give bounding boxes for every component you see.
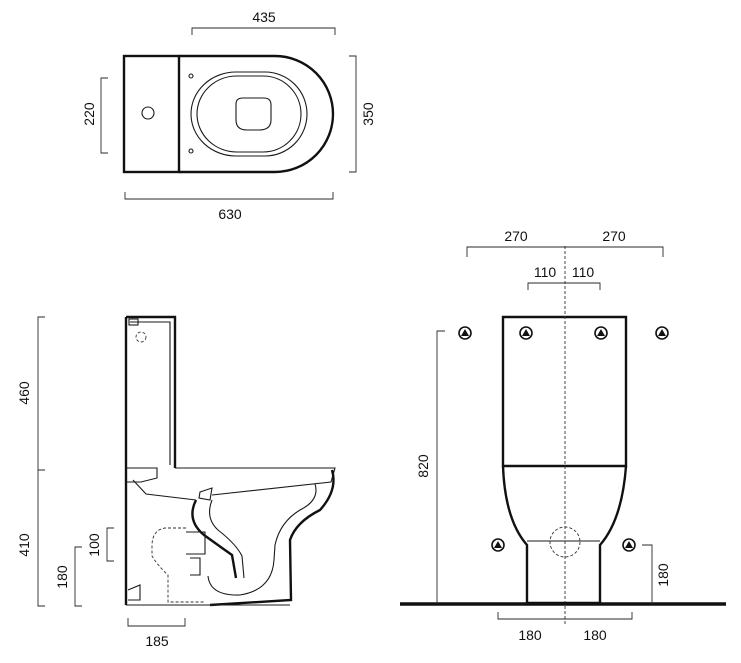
top-view-bowl-opening: [235, 97, 272, 131]
side-bowl-outer: [209, 469, 335, 607]
dim-line-front-base: [497, 612, 633, 620]
dim-front-total-height: 820: [415, 454, 431, 478]
dim-side-floor-outlet: 180: [54, 565, 70, 589]
top-view-bowl: [179, 54, 335, 174]
side-flush-valve: [198, 487, 213, 501]
dim-line-top-depth: [349, 55, 357, 173]
dim-top-width: 435: [252, 9, 276, 25]
dim-line-side-bowl: [37, 470, 45, 607]
side-rim-back: [126, 467, 158, 483]
side-view: 460 410 100 180 185: [16, 315, 336, 649]
side-flush-channel: [132, 479, 197, 501]
fixing-symbol-top-far-left: [458, 326, 472, 340]
front-view: 270 270 110 110 820 180 180 180: [400, 228, 726, 643]
dim-top-depth: 350: [360, 102, 376, 126]
top-view: 435 350 630 220: [81, 9, 376, 222]
dim-line-front-height: [436, 330, 445, 604]
fixing-symbol-bottom-left: [491, 538, 505, 552]
dim-line-side-floor: [74, 546, 82, 607]
dim-line-side-outlet: [106, 527, 114, 562]
dim-line-front-inner: [527, 282, 601, 290]
dim-line-front-fixing: [642, 544, 653, 604]
top-view-rim-inner: [196, 75, 302, 153]
side-cistern-lid-detail: [128, 318, 139, 326]
side-trap-outer: [191, 499, 238, 579]
side-cistern-front: [126, 315, 177, 468]
fixing-symbol-bottom-right: [622, 538, 636, 552]
side-bowl-inner: [207, 483, 317, 596]
dim-front-half-left: 270: [504, 228, 528, 244]
dim-front-base-right: 180: [583, 627, 607, 643]
top-view-rim: [190, 71, 308, 157]
dim-line-side-offset: [127, 618, 186, 627]
side-top-surface: [175, 467, 336, 496]
dim-line-side-cistern: [37, 316, 45, 471]
dim-front-base-left: 180: [518, 627, 542, 643]
dim-line-top-width: [191, 27, 336, 35]
front-bowl: [501, 465, 628, 605]
dim-front-inner-right: 110: [572, 264, 595, 280]
side-outlet-lower: [190, 557, 201, 576]
fixing-symbol-top-far-right: [655, 326, 669, 340]
dim-line-front-half: [466, 246, 664, 257]
top-view-inlet-hole: [141, 106, 155, 120]
dim-side-cistern-height: 460: [16, 381, 32, 405]
dim-side-bowl-height: 410: [16, 533, 32, 557]
dim-top-inlet: 220: [81, 102, 97, 126]
dim-line-top-inlet: [100, 77, 108, 154]
dim-top-length: 630: [218, 206, 242, 222]
dim-front-half-right: 270: [602, 228, 626, 244]
dim-side-outlet-height: 100: [86, 533, 102, 557]
dim-side-outlet-offset: 185: [145, 633, 169, 649]
side-floor-outlet: [151, 527, 205, 603]
fixing-symbol-top-left: [519, 326, 533, 340]
top-view-hinge-hole-bottom: [188, 148, 194, 154]
top-view-hinge-hole-top: [188, 73, 194, 79]
dim-front-inner-left: 110: [534, 264, 557, 280]
side-base-fixing: [127, 584, 141, 601]
front-cistern: [501, 315, 628, 468]
side-outlet-pipe: [186, 531, 206, 555]
top-view-cistern: [122, 54, 181, 174]
fixing-symbol-top-right: [594, 326, 608, 340]
dim-front-fixing-height: 180: [655, 563, 671, 587]
side-cistern-valve: [135, 331, 147, 343]
dim-line-top-length: [124, 192, 334, 200]
side-cistern-inner: [130, 321, 171, 465]
side-trap-inner: [209, 499, 245, 579]
